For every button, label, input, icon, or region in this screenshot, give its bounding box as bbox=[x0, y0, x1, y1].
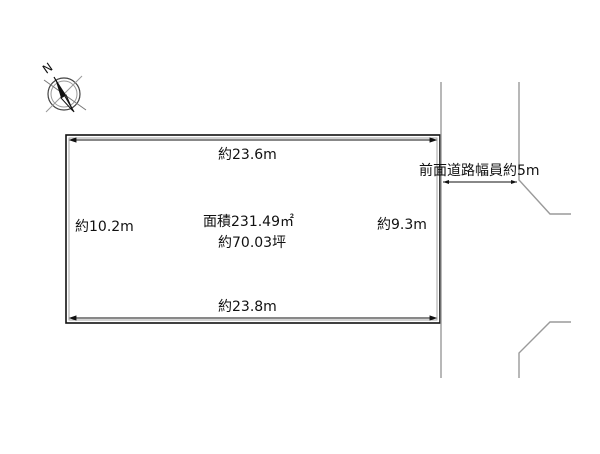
road-width-label: 前面道路幅員約5m bbox=[419, 162, 540, 179]
bottom-length-label: 約23.8m bbox=[218, 299, 277, 315]
right-length-label: 約9.3m bbox=[377, 217, 427, 233]
north-label: N bbox=[40, 60, 55, 77]
road bbox=[440, 82, 571, 378]
north-compass-icon: N bbox=[40, 60, 87, 113]
area-sqm-label: 面積231.49㎡ bbox=[203, 214, 294, 230]
top-length-label: 約23.6m bbox=[218, 147, 277, 163]
left-length-label: 約10.2m bbox=[75, 219, 134, 235]
dimension-lines bbox=[68, 137, 438, 321]
area-tsubo-label: 約70.03坪 bbox=[218, 235, 286, 251]
lot-boundary bbox=[65, 134, 441, 324]
